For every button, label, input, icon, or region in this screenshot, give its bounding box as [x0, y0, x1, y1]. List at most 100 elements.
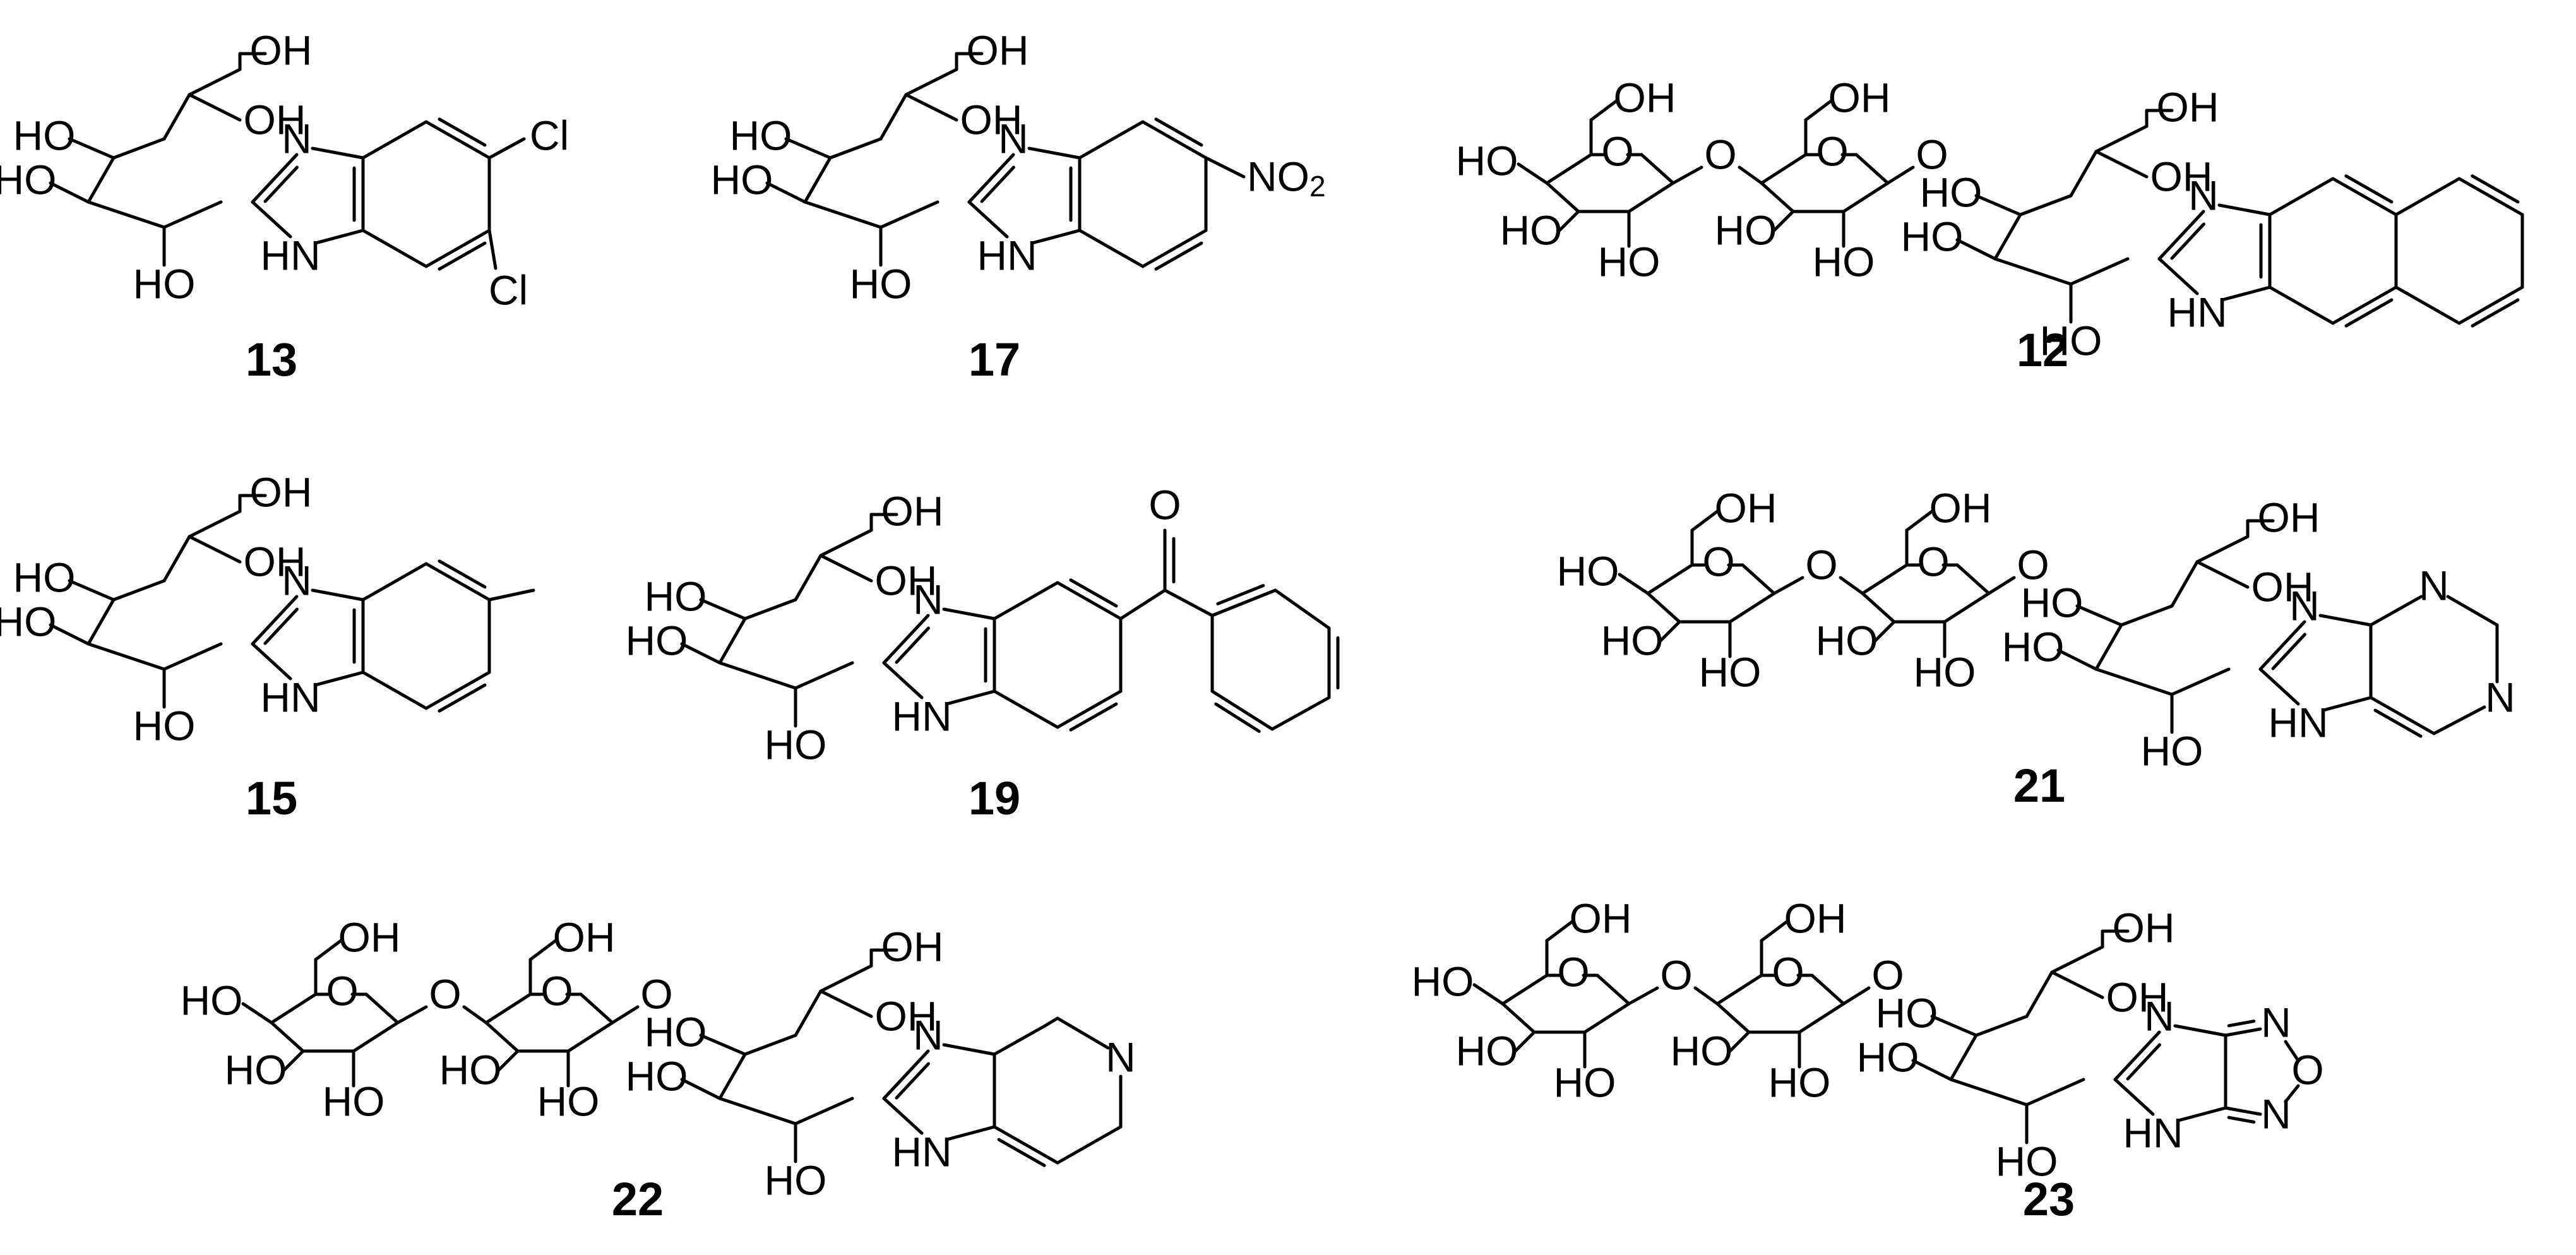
hydroxyl-1: HO: [133, 702, 196, 749]
g2-hydroxyl-3: HO: [439, 1046, 502, 1093]
g2-hydroxyl-2: HO: [1914, 648, 1976, 695]
imidazole-n: N: [913, 576, 943, 622]
g2-hydroxyl-2: HO: [1813, 238, 1875, 285]
imidazole-nh: HN: [2167, 288, 2227, 335]
g1-hydroxyl-3: HO: [1601, 617, 1664, 663]
g1-hydroxyl-4: HO: [181, 977, 243, 1023]
hydroxyl-3: HO: [1876, 989, 1938, 1036]
g1-ring-oxygen: O: [1557, 948, 1589, 995]
furazan-nitrogen-1: N: [2261, 999, 2291, 1045]
g2-ring-oxygen: O: [540, 967, 573, 1014]
compound-number-15: 15: [246, 772, 297, 824]
hydroxyl-3: HO: [645, 1008, 707, 1055]
g1-ring-oxygen: O: [1601, 128, 1633, 174]
g2-hydroxyl-3: HO: [1715, 206, 1777, 253]
hydroxyl-2: HO: [0, 598, 57, 645]
g2-hydroxyl-2: HO: [537, 1078, 600, 1124]
hydroxyl-3: HO: [13, 554, 76, 600]
g1-hydroxyl-6: OH: [1570, 895, 1632, 941]
g2-ring-oxygen: O: [1772, 948, 1804, 995]
nitro-subscript: 2: [1309, 170, 1326, 203]
hydroxyl-4: OH: [244, 96, 306, 143]
hydroxyl-3: HO: [1920, 169, 1983, 215]
imidazole-n: N: [282, 557, 312, 604]
imidazole-nh: HN: [891, 693, 951, 739]
hydroxyl-3: HO: [2021, 579, 2084, 626]
g1-hydroxyl-4: HO: [1412, 958, 1474, 1004]
g1-ring-oxygen: O: [1702, 538, 1734, 585]
g1-hydroxyl-2: HO: [323, 1078, 385, 1124]
furazan-nitrogen-2: N: [2261, 1090, 2291, 1137]
compound-number-19: 19: [969, 772, 1020, 824]
glycosidic-oxygen-2: O: [1916, 131, 1948, 177]
imidazole-n: N: [2144, 992, 2174, 1039]
hydroxyl-1: HO: [850, 260, 912, 307]
hydroxyl-6: OH: [250, 27, 313, 73]
g2-hydroxyl-6: OH: [1929, 484, 1992, 531]
g2-ring-oxygen: O: [1816, 128, 1848, 174]
hydroxyl-2: HO: [0, 156, 57, 203]
g1-hydroxyl-2: HO: [1699, 648, 1762, 695]
hydroxyl-6: OH: [2258, 494, 2320, 540]
ring-nitrogen-2: N: [2485, 674, 2515, 720]
g2-hydroxyl-2: HO: [1768, 1059, 1831, 1105]
compound-number-13: 13: [246, 333, 297, 386]
g1-hydroxyl-2: HO: [1554, 1059, 1616, 1105]
hydroxyl-2: HO: [626, 617, 688, 663]
hydroxyl-2: HO: [1857, 1033, 1919, 1080]
imidazole-nh: HN: [260, 674, 320, 720]
hydroxyl-1: HO: [2141, 727, 2203, 774]
compound-number-23: 23: [2023, 1173, 2075, 1225]
g1-hydroxyl-4: HO: [1456, 137, 1518, 184]
g1-ring-oxygen: O: [326, 967, 358, 1014]
hydroxyl-4: OH: [2150, 153, 2213, 199]
hydroxyl-2: HO: [2002, 623, 2065, 670]
hydroxyl-6: OH: [2157, 83, 2219, 130]
imidazole-nh: HN: [977, 232, 1037, 278]
hydroxyl-1: HO: [765, 1157, 827, 1203]
pyridine-nitrogen: N: [1106, 1033, 1136, 1080]
g1-hydroxyl-3: HO: [1456, 1027, 1518, 1074]
glycosidic-oxygen-1: O: [1660, 951, 1692, 998]
glycosidic-oxygen-1: O: [1704, 131, 1736, 177]
imidazole-n: N: [282, 115, 312, 162]
imidazole-n: N: [2188, 172, 2219, 218]
glycosidic-oxygen-2: O: [1871, 951, 1904, 998]
g2-hydroxyl-3: HO: [1671, 1027, 1733, 1074]
glycosidic-oxygen-1: O: [1805, 541, 1837, 588]
hydroxyl-3: HO: [13, 112, 76, 158]
g2-hydroxyl-3: HO: [1816, 617, 1878, 663]
g1-hydroxyl-6: OH: [338, 913, 401, 960]
hydroxyl-6: OH: [2113, 904, 2175, 951]
hydroxyl-1: HO: [765, 721, 827, 768]
chlorine-1: Cl: [530, 112, 569, 158]
hydroxyl-4: OH: [960, 96, 1023, 143]
hydroxyl-2: HO: [626, 1052, 688, 1099]
g1-hydroxyl-2: HO: [1598, 238, 1661, 285]
imidazole-n: N: [2289, 582, 2320, 629]
imidazole-nh: HN: [2123, 1109, 2183, 1156]
hydroxyl-4: OH: [875, 557, 938, 604]
nitro-group: NO2: [1247, 153, 1326, 203]
chlorine-2: Cl: [489, 266, 528, 313]
hydroxyl-6: OH: [250, 468, 313, 515]
compound-number-22: 22: [612, 1173, 664, 1225]
imidazole-nh: HN: [2268, 699, 2328, 746]
g2-hydroxyl-6: OH: [553, 913, 616, 960]
hydroxyl-4: OH: [2106, 973, 2169, 1020]
hydroxyl-3: HO: [730, 112, 792, 158]
glycosidic-oxygen-2: O: [2017, 541, 2049, 588]
ketone-oxygen: O: [1148, 481, 1181, 528]
hydroxyl-1: HO: [2040, 317, 2102, 364]
hydroxyl-4: OH: [2251, 563, 2314, 610]
g2-hydroxyl-6: OH: [1784, 895, 1847, 941]
glycosidic-oxygen-1: O: [429, 970, 461, 1017]
